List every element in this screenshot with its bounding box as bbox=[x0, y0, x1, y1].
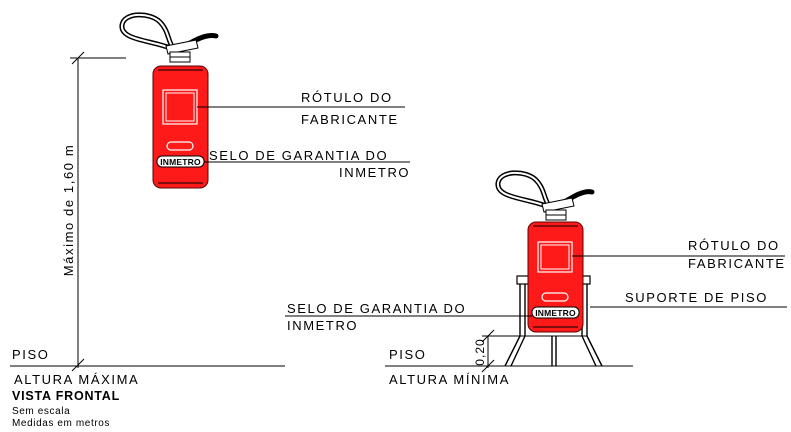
valve-top bbox=[165, 39, 199, 55]
caption-scale-note: Sem escala bbox=[12, 406, 70, 417]
selo-right-line1: SELO DE GARANTIA DO bbox=[287, 301, 466, 316]
valve-top-right bbox=[541, 197, 575, 213]
hose-right bbox=[495, 170, 551, 209]
caption-title: VISTA FRONTAL bbox=[12, 389, 120, 403]
inmetro-badge-text: INMETRO bbox=[160, 157, 201, 167]
extinguisher-wall-mounted: INMETRO bbox=[119, 12, 219, 189]
extinguisher-on-stand: INMETRO bbox=[495, 170, 595, 333]
selo-label-line1: SELO DE GARANTIA DO bbox=[209, 148, 388, 163]
dimension-tick-top bbox=[71, 51, 85, 65]
rotulo-right-line2: FABRICANTE bbox=[688, 256, 786, 271]
max-height-label: Máximo de 1,60 m bbox=[61, 144, 76, 277]
caption-units-note: Medidas em metros bbox=[12, 418, 110, 429]
inmetro-seal-right bbox=[531, 306, 580, 319]
rotulo-label-line1: RÓTULO DO bbox=[301, 90, 393, 105]
caption: VISTA FRONTAL Sem escala Medidas em metr… bbox=[12, 389, 120, 429]
manufacturer-label-window-right bbox=[537, 241, 573, 273]
height-type-label-right: ALTURA MÍNIMA bbox=[389, 372, 510, 387]
right-view: PISO ALTURA MÍNIMA 0,20 bbox=[285, 170, 787, 387]
selo-right-line2: INMETRO bbox=[287, 318, 358, 333]
selo-label-line2: INMETRO bbox=[339, 165, 410, 180]
rotulo-right-line1: RÓTULO DO bbox=[688, 238, 780, 253]
inmetro-badge-text-right: INMETRO bbox=[535, 308, 576, 318]
floor-label-right: PISO bbox=[389, 347, 426, 362]
label-slot-right bbox=[541, 292, 569, 302]
label-slot bbox=[166, 141, 194, 151]
floor-label: PISO bbox=[12, 347, 49, 362]
hose bbox=[119, 12, 175, 51]
suporte-label: SUPORTE DE PISO bbox=[625, 290, 768, 305]
height-type-label: ALTURA MÁXIMA bbox=[14, 372, 139, 387]
min-height-label: 0,20 bbox=[473, 338, 487, 365]
left-view: Máximo de 1,60 m PISO ALTURA MÁXIMA bbox=[10, 12, 410, 387]
rotulo-label-line2: FABRICANTE bbox=[301, 112, 399, 127]
manufacturer-label-window bbox=[162, 89, 198, 125]
cylinder bbox=[152, 65, 209, 189]
dimension-tick-bottom bbox=[71, 358, 85, 372]
